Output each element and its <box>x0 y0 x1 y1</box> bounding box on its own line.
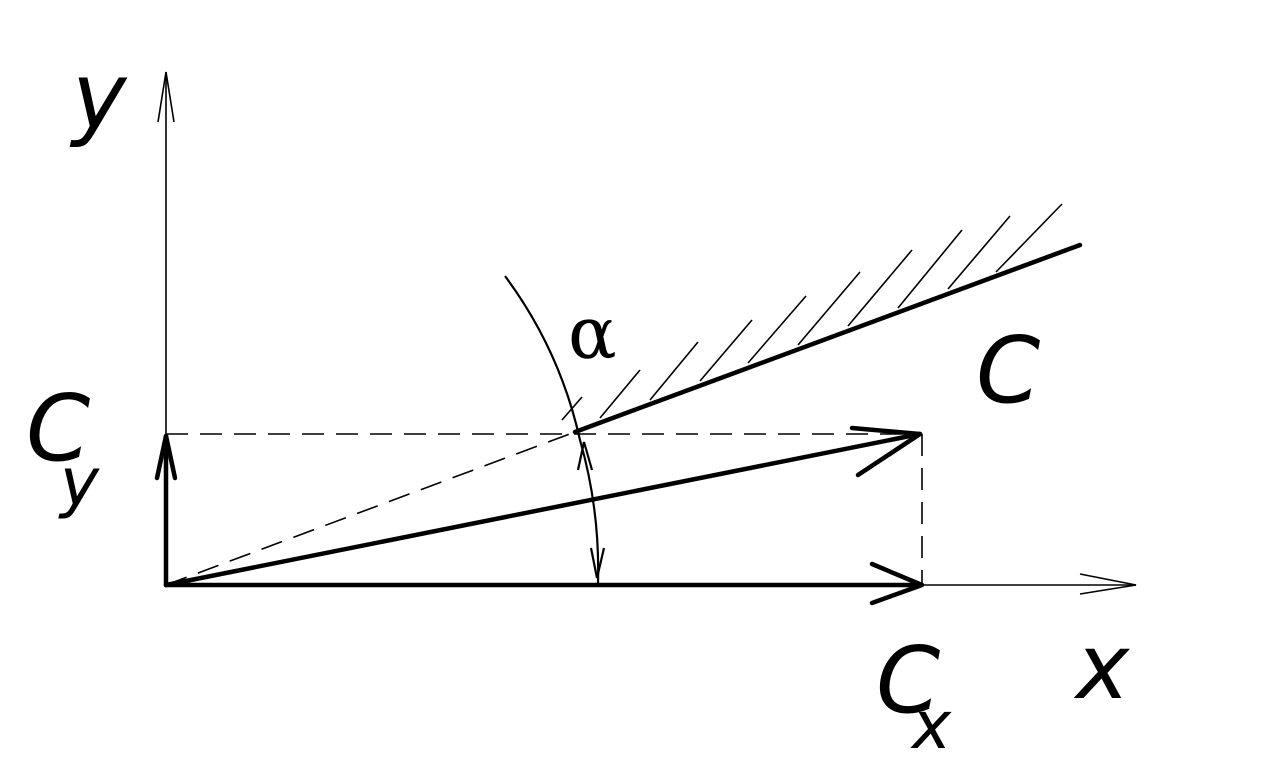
surface-extension-line <box>165 431 576 586</box>
angle-alpha-arc <box>504 275 606 584</box>
svg-text:x: x <box>910 687 952 764</box>
y-axis-label: y <box>69 43 128 150</box>
svg-text:C: C <box>876 627 940 734</box>
x-axis-label: x <box>1073 615 1131 720</box>
vector-cx <box>163 561 925 606</box>
c-label: C <box>976 317 1040 424</box>
vector-c <box>163 425 923 588</box>
vector-cy <box>154 433 178 588</box>
cy-label: C y <box>26 375 100 521</box>
cx-label: C x <box>876 627 952 764</box>
surface-hatching <box>561 203 1063 421</box>
surface-boundary <box>561 203 1083 435</box>
svg-text:y: y <box>58 444 100 521</box>
svg-text:C: C <box>26 375 90 482</box>
alpha-label: α <box>568 291 617 375</box>
